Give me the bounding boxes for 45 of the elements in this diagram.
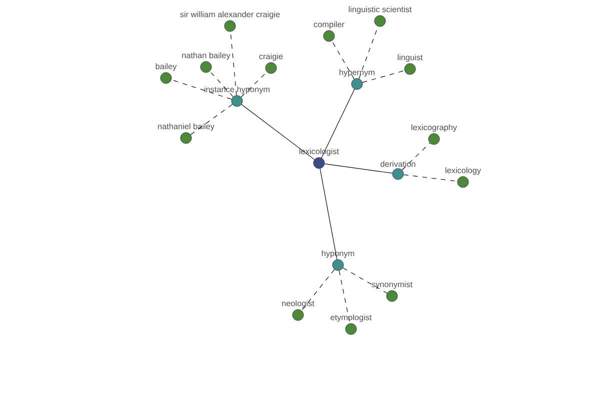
connector-line — [240, 72, 268, 98]
graph-node: lexicology — [446, 167, 481, 188]
node-label: neologist — [282, 300, 314, 308]
node-label: linguistic scientist — [348, 6, 412, 14]
node-label: linguist — [398, 54, 423, 62]
node-label: lexicology — [446, 167, 481, 175]
node-label: lexicography — [412, 124, 457, 132]
graph-node: linguistic scientist — [348, 6, 412, 27]
graph-node: hypernym — [340, 69, 374, 90]
graph-node: craigie — [259, 53, 283, 74]
graph-node: instance hyponym — [204, 86, 270, 107]
node-label: synonymist — [372, 281, 412, 289]
connector-line — [210, 70, 234, 98]
graph-node: synonymist — [372, 281, 412, 302]
node-label: compiler — [314, 21, 344, 29]
connector-line — [241, 104, 315, 160]
node-label: craigie — [259, 53, 283, 61]
graph-node: derivation — [380, 160, 416, 180]
connector-line — [301, 269, 335, 311]
connector-line — [230, 31, 237, 96]
connector-line — [332, 40, 354, 80]
node-label: sir william alexander craigie — [180, 11, 280, 19]
graph-node: compiler — [314, 21, 344, 42]
graph-node: nathan bailey — [182, 52, 230, 73]
graph-node: linguist — [398, 54, 423, 75]
graph-node: neologist — [282, 300, 314, 321]
connector-line — [342, 268, 388, 294]
graph-node: nathaniel bailey — [158, 123, 214, 144]
node-label: instance hyponym — [204, 86, 270, 94]
node-label: hypernym — [340, 69, 374, 77]
graph-node: sir william alexander craigie — [180, 11, 280, 32]
connector-line — [362, 70, 405, 83]
node-label: derivation — [380, 160, 416, 167]
graph-node: bailey — [156, 63, 177, 84]
node-label: nathan bailey — [182, 52, 230, 60]
node-label: bailey — [156, 63, 177, 71]
connector-line — [402, 142, 430, 170]
connector-line — [320, 168, 338, 260]
connector-line — [403, 174, 458, 182]
connector-line — [324, 164, 393, 174]
node-label: nathaniel bailey — [158, 123, 214, 131]
connector-line — [321, 88, 355, 158]
graph-node: lexicography — [412, 124, 457, 145]
connector-line — [338, 270, 350, 324]
connector-line — [190, 104, 233, 135]
